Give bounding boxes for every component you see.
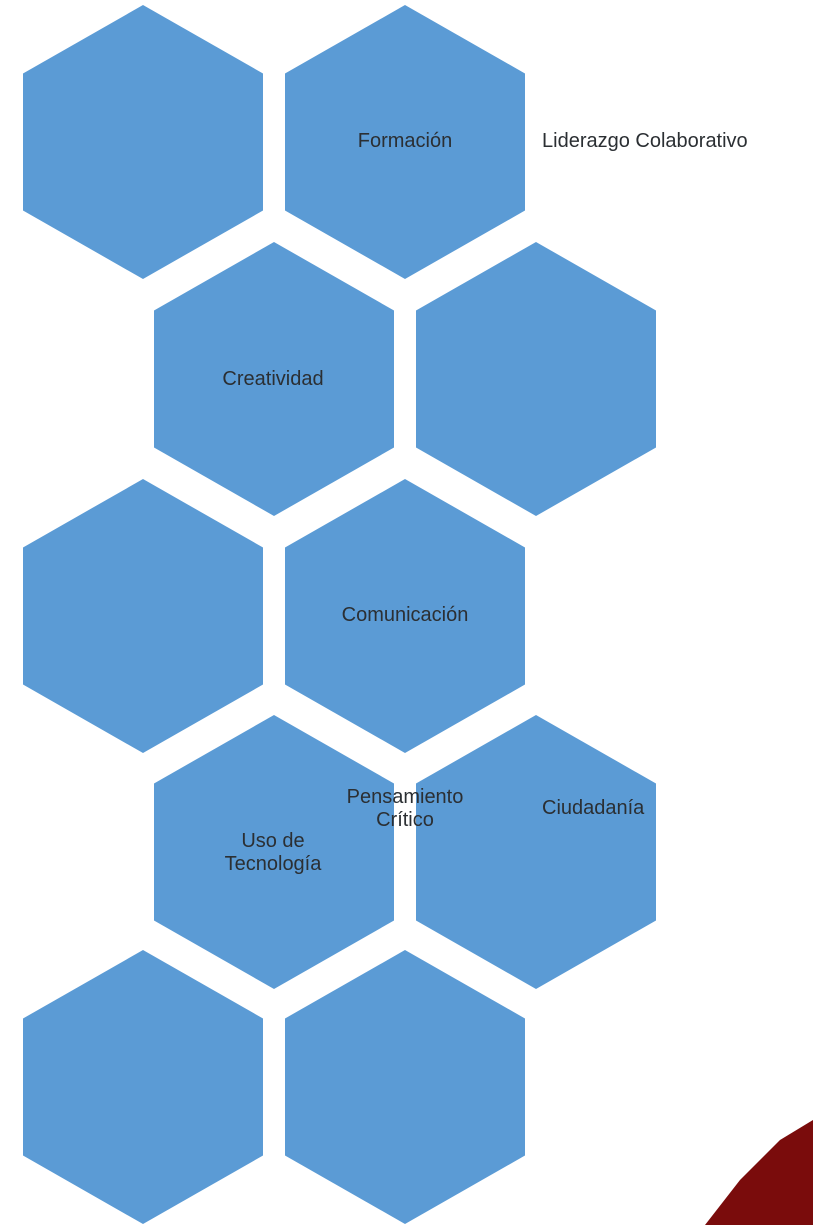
hexagon-8	[416, 715, 656, 989]
corner-accent-shape	[705, 1120, 813, 1225]
hex-label-pensamiento-critico: Pensamiento Crítico	[346, 786, 464, 831]
hex-label-comunicacion: Comunicación	[341, 604, 469, 626]
hexagon-9	[23, 950, 263, 1224]
hex-label-formacion: Formación	[357, 130, 453, 152]
hex-label-creatividad: Creatividad	[222, 368, 324, 390]
hexagon-3	[154, 242, 394, 516]
side-label-ciudadania: Ciudadanía	[542, 797, 645, 819]
hexagon-7	[154, 715, 394, 989]
hexagon-1	[23, 5, 263, 279]
hexagon-10	[285, 950, 525, 1224]
hexagon-4	[416, 242, 656, 516]
hexagon-5	[23, 479, 263, 753]
side-label-liderazgo-colaborativo: Liderazgo Colaborativo	[542, 130, 748, 152]
hex-label-uso-de-tecnologia: Uso de Tecnología	[224, 830, 322, 875]
hexagon-2	[285, 5, 525, 279]
hexagon-6	[285, 479, 525, 753]
